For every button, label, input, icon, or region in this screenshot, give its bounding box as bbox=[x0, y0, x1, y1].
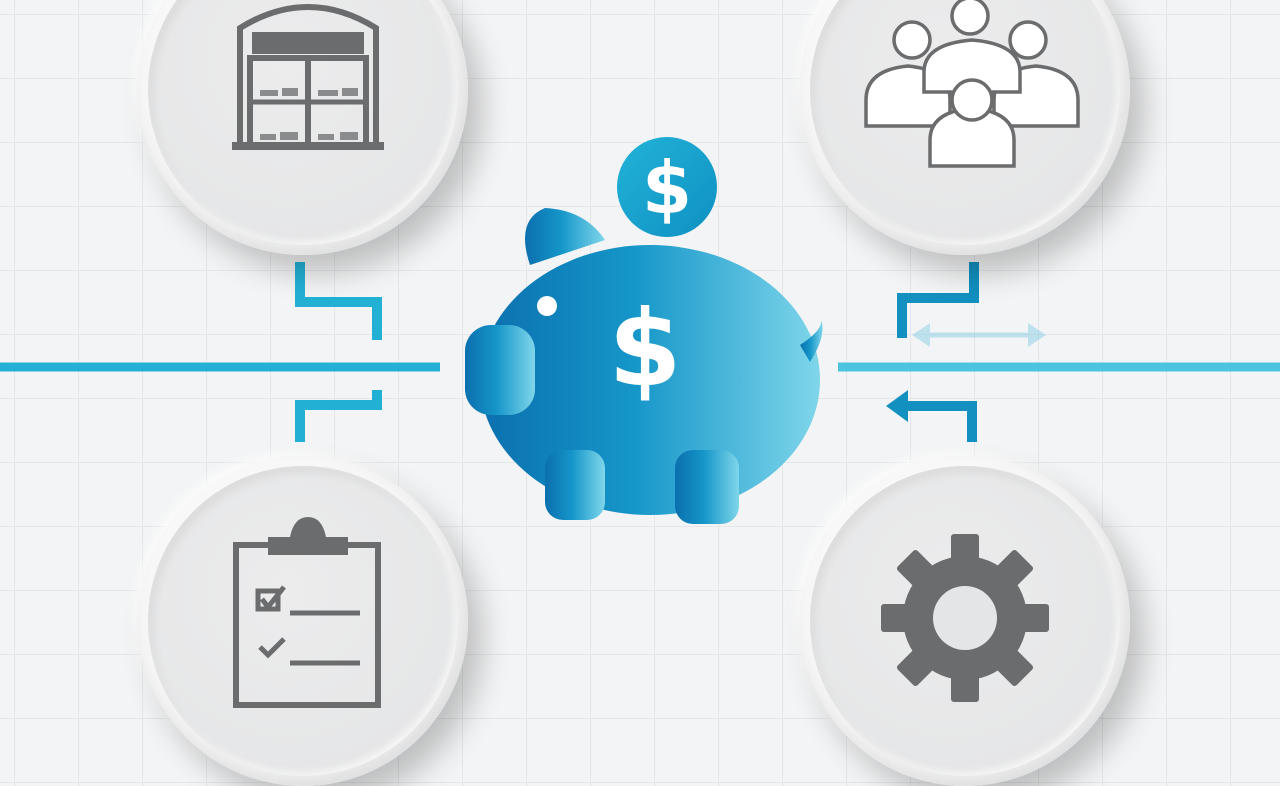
clipboard-checklist-icon bbox=[233, 517, 381, 708]
piggy-bank-icon: $ bbox=[465, 208, 823, 524]
double-arrow-icon bbox=[912, 323, 1046, 347]
coin-dollar-sign: $ bbox=[642, 146, 692, 230]
people-group-icon bbox=[864, 0, 1080, 168]
connector-layer bbox=[0, 262, 1280, 442]
arrow-left-icon bbox=[886, 390, 908, 422]
connector-top-right bbox=[897, 262, 979, 338]
connector-bottom-right bbox=[905, 401, 977, 442]
connector-top-left bbox=[295, 262, 382, 340]
coin-icon: $ bbox=[617, 137, 717, 237]
warehouse-icon bbox=[232, 4, 384, 150]
connector-bottom-left bbox=[295, 390, 382, 442]
gear-icon bbox=[881, 534, 1049, 702]
piggy-dollar-sign: $ bbox=[608, 288, 681, 410]
